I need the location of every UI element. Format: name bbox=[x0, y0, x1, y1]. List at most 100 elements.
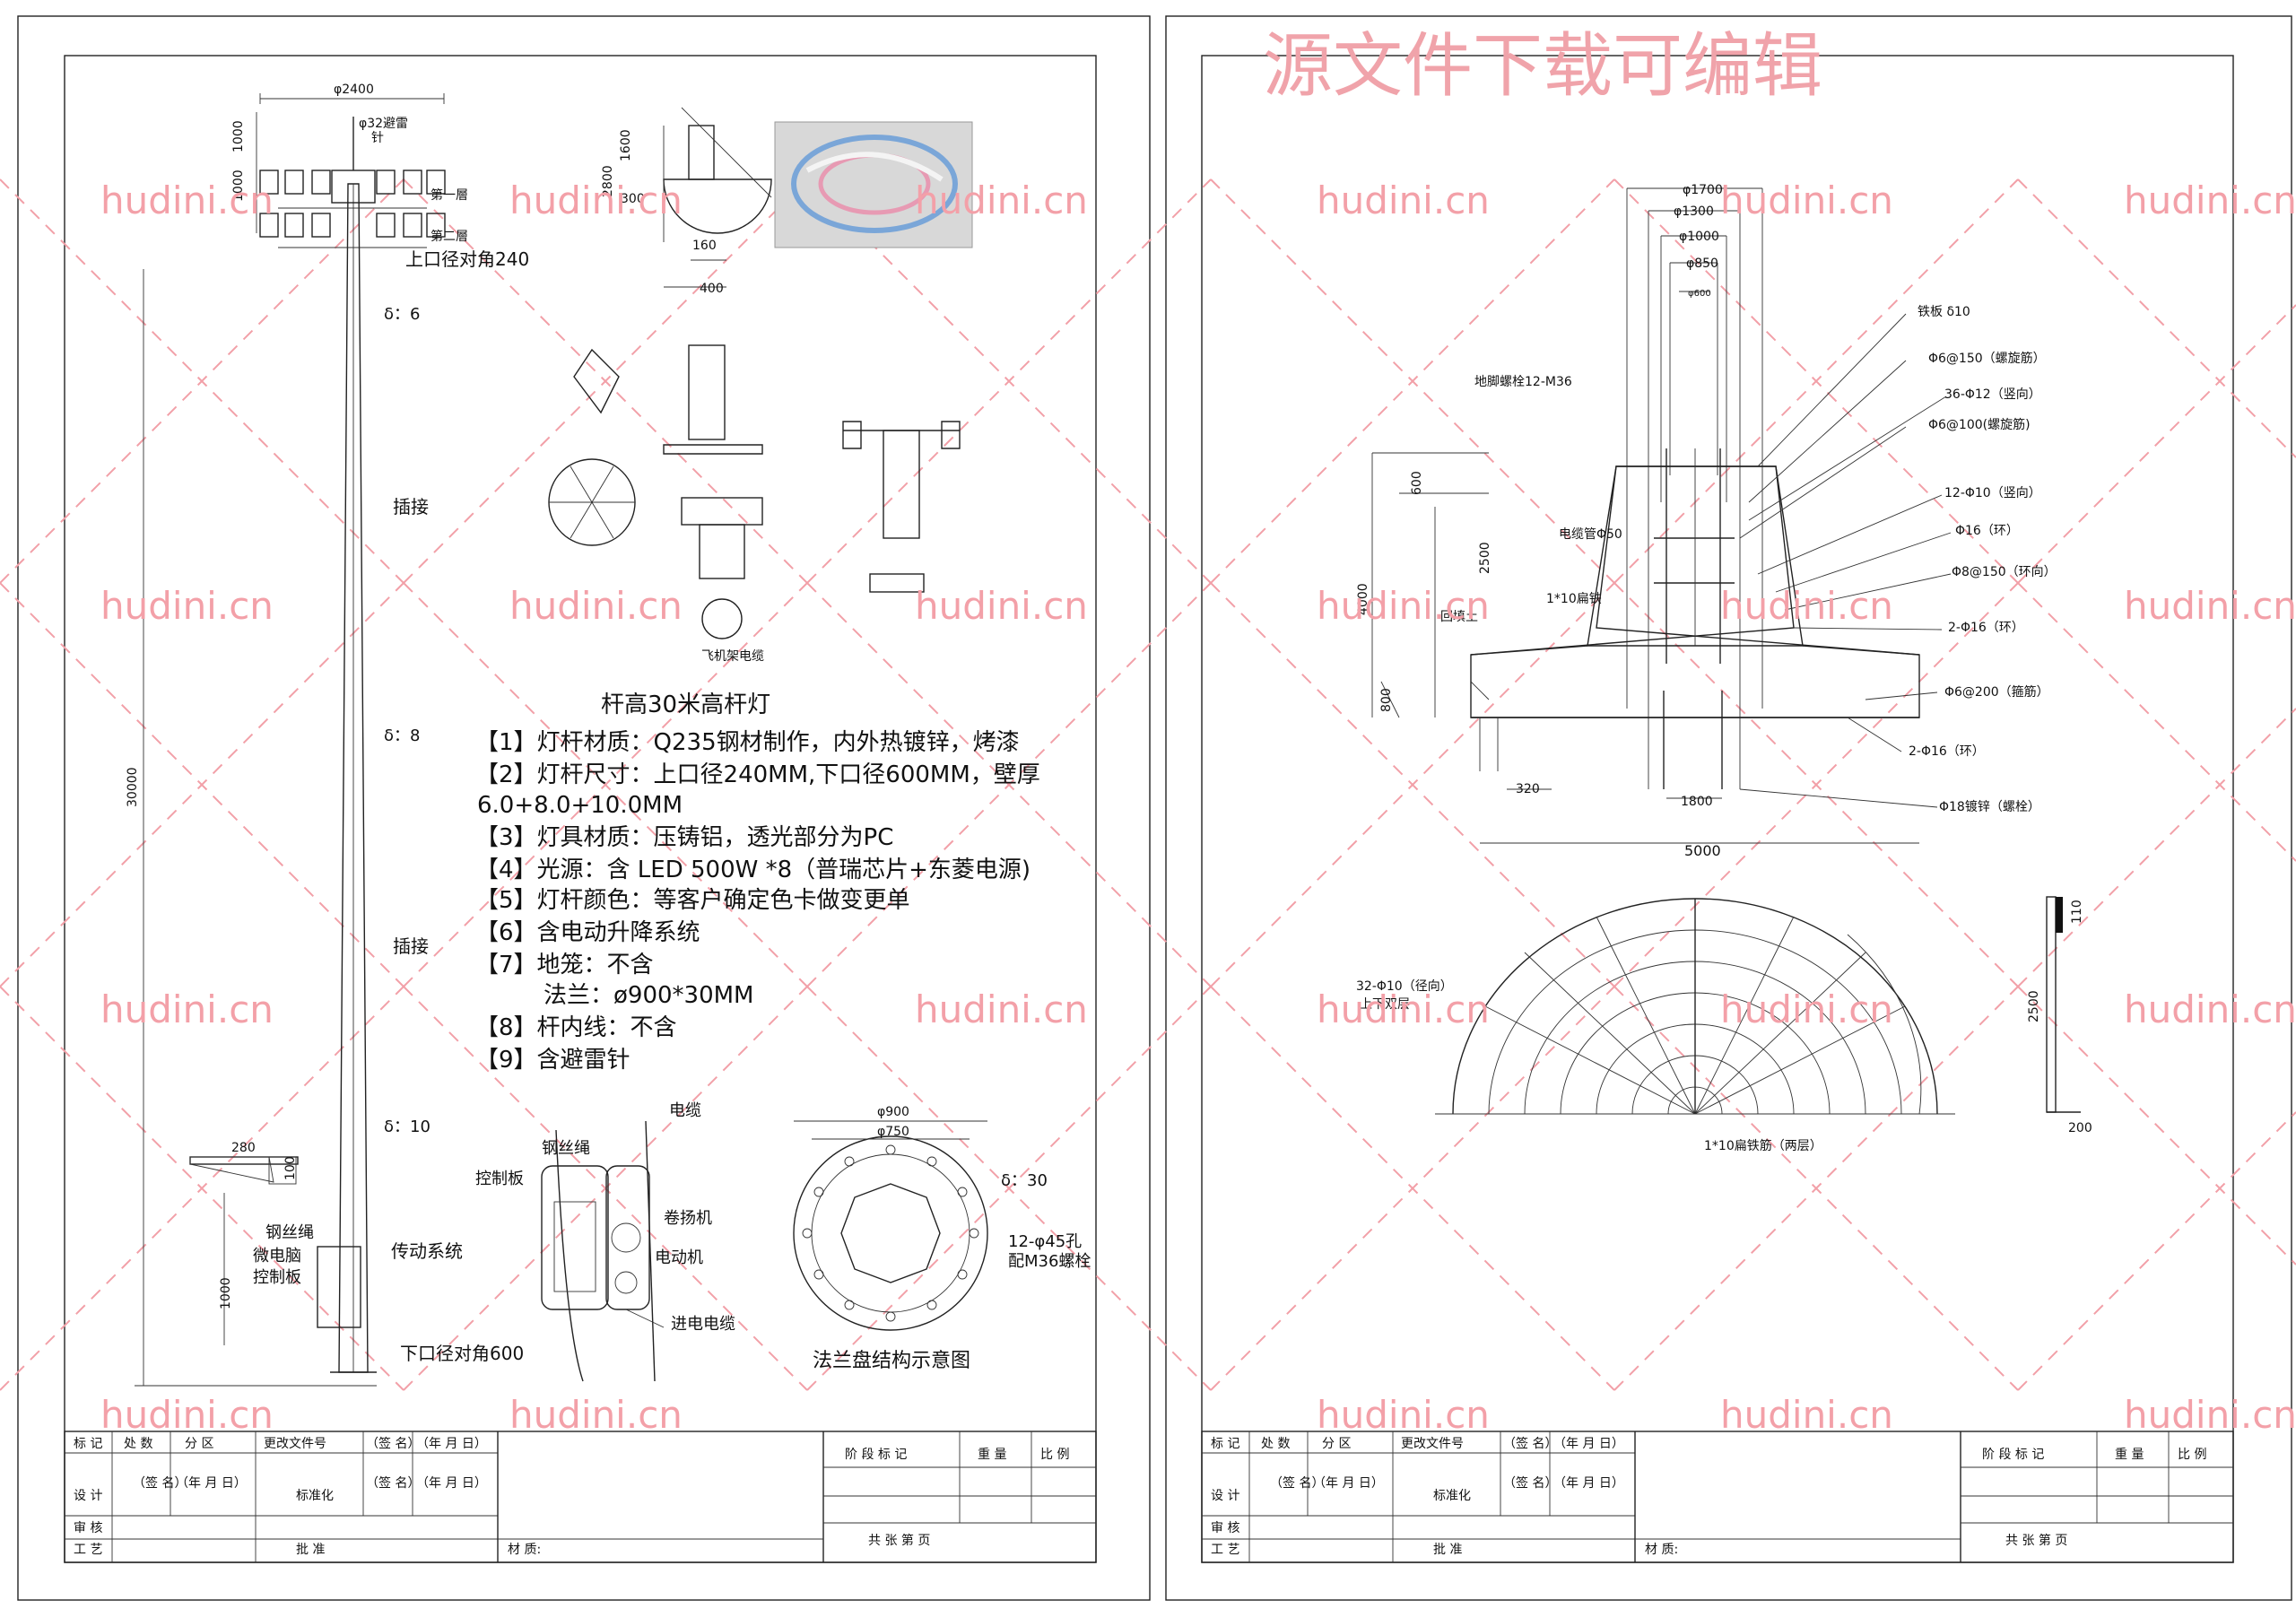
joint-label-2: 插接 bbox=[393, 935, 429, 957]
tb-sign: （签 名） bbox=[366, 1436, 420, 1451]
tb-review: 审 核 bbox=[74, 1521, 102, 1535]
flange-thickness: δ：30 bbox=[1001, 1171, 1048, 1190]
plan-dim-2500: 2500 bbox=[2027, 990, 2041, 1022]
tb-design: 设 计 bbox=[74, 1489, 102, 1503]
tb-r-design-date: （年 月 日） bbox=[1313, 1476, 1384, 1491]
title-block-left: 标 记 处 数 分 区 更改文件号 （签 名） （年 月 日） 设 计 （签 名… bbox=[74, 1436, 1069, 1557]
watermark-6: hudini.cn bbox=[2124, 178, 2296, 222]
panel-dim-2800: 2800 bbox=[601, 165, 615, 197]
tb-material: 材 质: bbox=[508, 1543, 541, 1557]
tb-process: 工 艺 bbox=[74, 1543, 102, 1557]
watermark-9: hudini.cn bbox=[915, 584, 1088, 628]
tb-r-weight: 重 量 bbox=[2115, 1448, 2144, 1462]
spec-line-10: 【8】杆内线：不含 bbox=[475, 1014, 677, 1041]
rebar-note-9: Φ6@200（箍筋） bbox=[1944, 684, 2049, 700]
hoist-assembly-sketches bbox=[548, 344, 961, 639]
mcu-label: 微电脑 bbox=[253, 1247, 301, 1265]
rebar-note-2: Φ6@150（螺旋筋） bbox=[1928, 351, 2046, 366]
tb-r-change-doc: 更改文件号 bbox=[1401, 1437, 1464, 1451]
watermark-1: hudini.cn bbox=[100, 178, 274, 222]
tb-change-doc: 更改文件号 bbox=[264, 1437, 326, 1451]
rebar-note-5: 12-Φ10（竖向） bbox=[1944, 486, 2041, 500]
control-board-label: 控制板 bbox=[253, 1268, 301, 1287]
foundation-plan-view bbox=[1435, 896, 2081, 1115]
watermark-18: hudini.cn bbox=[100, 1393, 274, 1437]
spec-line-2: 【2】灯杆尺寸：上口径240MM,下口径600MM，壁厚 bbox=[475, 761, 1040, 788]
bracket-width-280: 280 bbox=[231, 1141, 256, 1155]
winch-label: 卷扬机 bbox=[664, 1209, 712, 1228]
dim-850: φ850 bbox=[1686, 257, 1718, 271]
watermark-7: hudini.cn bbox=[100, 584, 274, 628]
title-block-right-grid bbox=[1201, 1431, 2234, 1563]
title-block-right: 标 记 处 数 分 区 更改文件号 （签 名） （年 月 日） 设 计 （签 名… bbox=[1211, 1436, 2206, 1557]
right-sheet-outer-border bbox=[1165, 15, 2292, 1601]
pole-base-interior bbox=[541, 1120, 665, 1382]
dim-h800: 800 bbox=[1379, 688, 1394, 712]
layer-2-label: 第二層 bbox=[430, 229, 468, 244]
watermark-texts: 源文件下载可编辑 hudini.cn hudini.cn hudini.cn h… bbox=[100, 26, 2296, 1437]
rebar-note-7: Φ8@150（环向） bbox=[1952, 565, 2057, 579]
spec-line-4: 【3】灯具材质：压铸铝，透光部分为PC bbox=[475, 824, 893, 851]
spec-line-8: 【7】地笼：不含 bbox=[475, 952, 654, 978]
watermark-13: hudini.cn bbox=[100, 987, 274, 1031]
tb-stage: 阶 段 标 记 bbox=[845, 1448, 907, 1462]
flange-dia-750: φ750 bbox=[877, 1125, 909, 1139]
pole-elevation bbox=[135, 93, 446, 1387]
title-block-left-grid bbox=[64, 1431, 1097, 1563]
tb-r-sign: （签 名） bbox=[1503, 1436, 1557, 1451]
watermark-3: hudini.cn bbox=[915, 178, 1088, 222]
joint-label-1: 插接 bbox=[393, 496, 429, 517]
lamp-cable-sign: 飞机架电缆 bbox=[701, 649, 764, 664]
tb-scale: 比 例 bbox=[1040, 1448, 1069, 1462]
rebar-note-4: Φ6@100(螺旋筋) bbox=[1928, 417, 2031, 432]
spec-title: 杆高30米高杆灯 bbox=[601, 691, 770, 718]
spec-line-1: 【1】灯杆材质：Q235钢材制作，内外热镀锌，烤漆 bbox=[475, 729, 1020, 756]
tb-r-standard-sign: （签 名） bbox=[1503, 1475, 1557, 1491]
tb-r-standard-date: （年 月 日） bbox=[1553, 1476, 1624, 1491]
tb-r-review: 审 核 bbox=[1211, 1521, 1239, 1535]
control-board-label-2: 控制板 bbox=[475, 1170, 524, 1188]
watermark-diagonal-lines bbox=[0, 178, 2296, 1391]
watermark-8: hudini.cn bbox=[509, 584, 683, 628]
panel-dim-1600: 1600 bbox=[619, 129, 633, 161]
drive-system-label: 传动系统 bbox=[391, 1240, 463, 1262]
dim-h4000: 4000 bbox=[1356, 583, 1370, 615]
dim-1000-b: 1000 bbox=[231, 170, 246, 202]
rebar-note-6: Φ16（环） bbox=[1955, 524, 2019, 538]
spec-block: 杆高30米高杆灯 【1】灯杆材质：Q235钢材制作，内外热镀锌，烤漆 【2】灯杆… bbox=[475, 691, 1040, 1074]
wire-rope-label-2: 钢丝绳 bbox=[542, 1139, 590, 1158]
watermark-14: hudini.cn bbox=[915, 987, 1088, 1031]
pole-height-dim: 30000 bbox=[126, 767, 140, 807]
watermark-4: hudini.cn bbox=[1317, 178, 1490, 222]
rebar-note-3: 36-Φ12（竖向） bbox=[1944, 387, 2041, 402]
watermark-15: hudini.cn bbox=[1317, 987, 1490, 1031]
tb-r-design-sign: （签 名） bbox=[1270, 1475, 1324, 1491]
anchor-bolt-label: 地脚螺栓12-M36 bbox=[1474, 375, 1572, 389]
tb-approve: 批 准 bbox=[296, 1543, 325, 1557]
bracket-height-100: 100 bbox=[283, 1156, 298, 1180]
tb-standard-date: （年 月 日） bbox=[416, 1476, 487, 1491]
foundation-section bbox=[1371, 187, 1920, 844]
spec-line-3: 6.0+8.0+10.0MM bbox=[477, 792, 683, 819]
wall-thickness-6: δ：6 bbox=[384, 305, 420, 324]
dim-w5000: 5000 bbox=[1684, 842, 1721, 859]
tb-weight: 重 量 bbox=[978, 1448, 1006, 1462]
flange-caption: 法兰盘结构示意图 bbox=[813, 1350, 970, 1372]
tb-count: 处 数 bbox=[124, 1437, 152, 1451]
dim-1000-c: 1000 bbox=[219, 1277, 233, 1309]
dim-h600: 600 bbox=[1410, 471, 1424, 495]
grounding-label: 1*10扁铁 bbox=[1546, 592, 1602, 606]
tb-r-zone: 分 区 bbox=[1322, 1437, 1351, 1451]
rebar-note-10: 2-Φ16（环） bbox=[1909, 744, 1985, 759]
radial-bars-label: 32-Φ10（径向） bbox=[1356, 979, 1453, 994]
dim-w320: 320 bbox=[1516, 782, 1540, 796]
cable-label: 电缆 bbox=[669, 1101, 701, 1120]
tb-r-material: 材 质: bbox=[1645, 1543, 1678, 1557]
double-layer-label: 上下双层 bbox=[1360, 997, 1410, 1012]
tb-r-approve: 批 准 bbox=[1433, 1543, 1462, 1557]
tb-standard: 标准化 bbox=[296, 1489, 334, 1503]
bottom-opening-label: 下口径对角600 bbox=[400, 1343, 524, 1364]
dim-h2500: 2500 bbox=[1478, 542, 1492, 574]
tb-r-mark: 标 记 bbox=[1211, 1437, 1239, 1451]
